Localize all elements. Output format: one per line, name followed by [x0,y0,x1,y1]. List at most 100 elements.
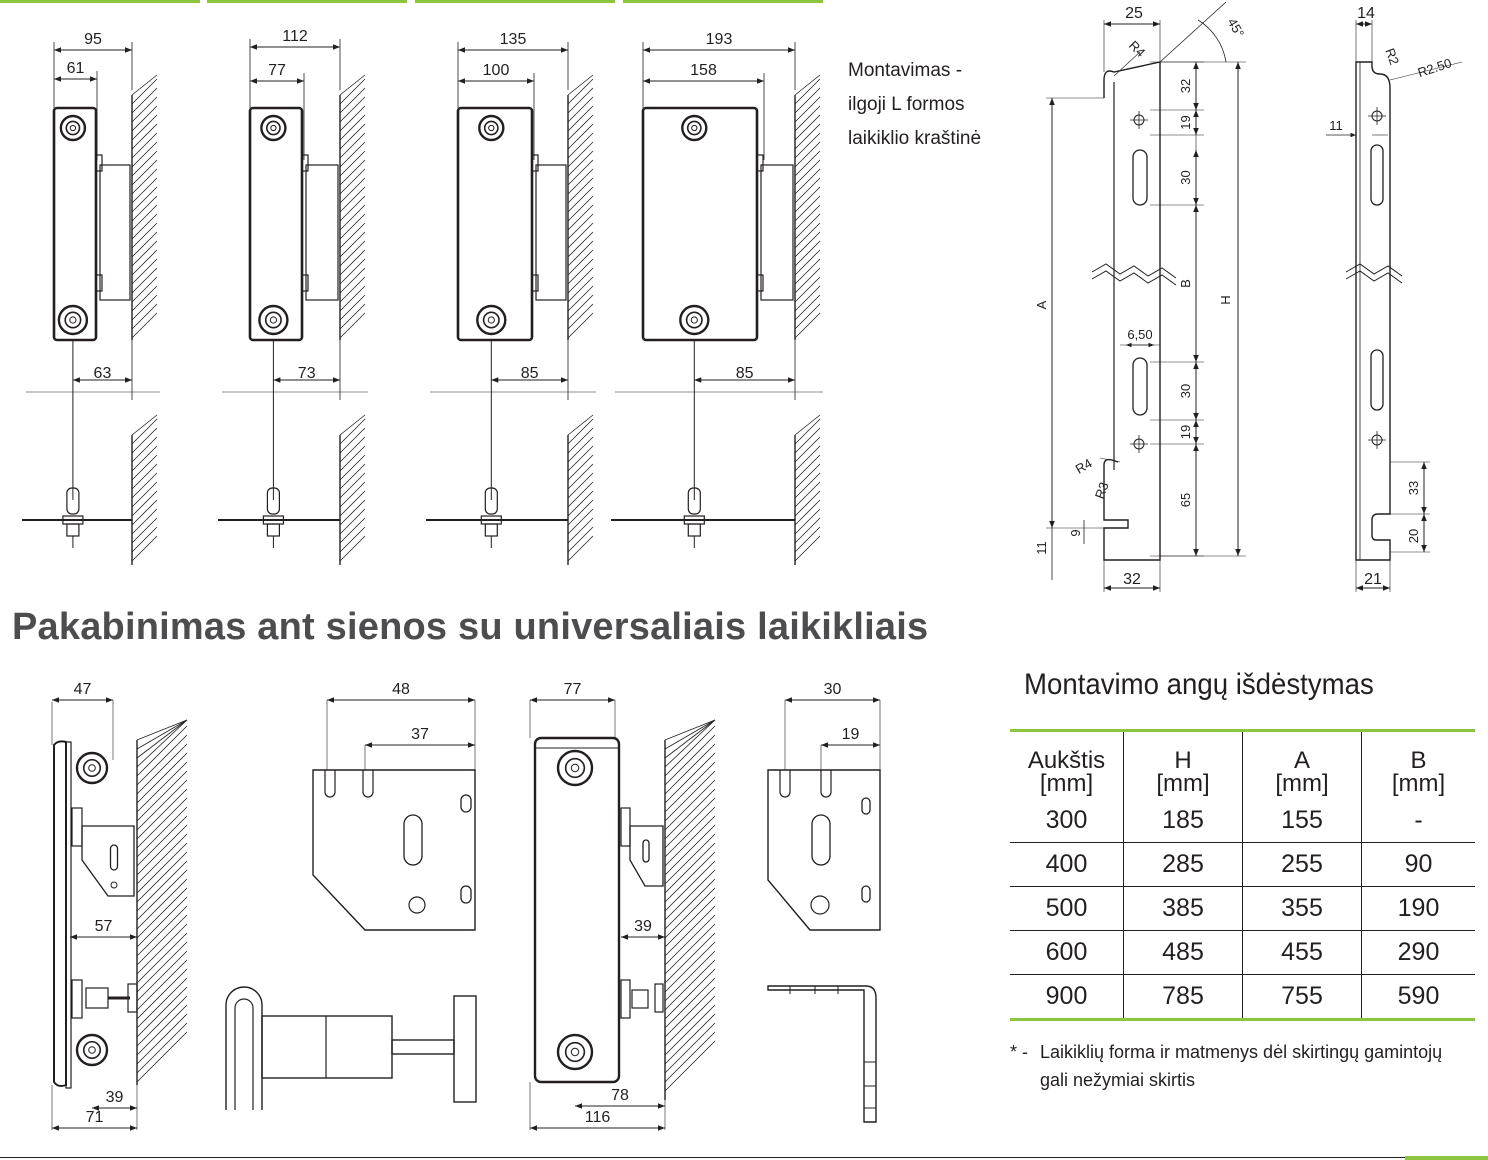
pipe-fitting [484,487,498,515]
wall-hatch [136,932,188,984]
bracket-outline [305,164,339,301]
wall-hatch [794,204,821,231]
wall-hatch [664,905,716,957]
valve-icon [265,120,281,136]
bracket-hook [756,154,764,172]
dimension-label: 19 [1178,425,1193,439]
dimension-label: R2.50 [1416,55,1454,80]
wall-hatch [567,240,594,267]
table-title: Montavimo angų išdėstymas [1024,668,1374,701]
wall-hatch [339,168,366,195]
bracket-hook [71,979,83,1019]
wall-hatch [131,240,158,267]
wall-hatch [664,1031,716,1083]
section-title: Pakabinimas ant sienos su universaliais … [12,606,929,648]
wall-hatch [131,499,158,526]
wall-hatch [136,1031,188,1083]
bracket-outline [99,164,131,301]
wall-hatch [339,414,366,436]
pipe-fitting [66,487,80,515]
wall-hatch [664,734,716,786]
wall-hatch [131,276,158,303]
wall-hatch [794,96,821,123]
dimension-label: 39 [106,1089,124,1106]
mounting-slot [811,814,831,866]
wall-hatch [136,869,188,921]
wall-hatch [664,815,716,867]
bracket-outline [760,164,794,301]
wall-hatch [664,719,716,750]
wall-hatch [664,1013,716,1065]
wall-hatch [567,222,594,249]
table-cell: 755 [1242,974,1362,1020]
wall-hatch [131,526,158,553]
dimension-label: 57 [95,918,113,935]
wall-hatch [794,481,821,508]
table-cell: 285 [1123,842,1243,887]
wall-hatch [136,719,188,768]
header-height: Aukštis[mm] [1027,747,1106,797]
nut [66,523,80,537]
bracket-outline [629,825,664,887]
wall-hatch [794,159,821,186]
wall-hatch [339,508,366,535]
wall-hatch [131,87,158,114]
table-cell: 90 [1361,842,1475,887]
wall-hatch [664,719,716,741]
wall-hatch [567,186,594,213]
break-line [1345,270,1403,284]
wall-hatch [664,896,716,948]
wall-hatch [664,950,716,1002]
dimension-label: 100 [483,62,510,79]
wall-hatch [664,986,716,1038]
header-h: H[mm] [1123,730,1243,799]
mounting-slot [1370,349,1384,411]
bracket-outline [767,769,881,931]
wall-hatch [131,177,158,204]
wall-hatch [664,770,716,822]
wall-hatch [664,842,716,894]
wall-hatch [339,87,366,114]
valve-icon [478,114,505,142]
wall-hatch [794,427,821,454]
wall-hatch [339,258,366,285]
wall-hatch [339,535,366,562]
wall-hatch [339,427,366,454]
valve-icon [65,120,81,136]
wall-hatch [339,240,366,267]
clamp-rod [391,1039,455,1055]
wall-hatch [136,815,188,867]
wall-hatch [136,824,188,876]
wall-hatch [339,267,366,294]
wall-hatch [131,231,158,258]
dimension-label: 158 [690,62,717,79]
wall-hatch [794,141,821,168]
bracket-notch [820,770,832,798]
wall-hatch [664,887,716,939]
wall-hatch [794,74,821,96]
wall-hatch [339,454,366,481]
wall-hatch [339,74,366,96]
dimension-label: R3 [1092,480,1112,501]
mounting-slot [109,844,119,871]
wall-hatch [567,472,594,499]
wall-hatch [136,1022,188,1074]
valve-icon [75,751,109,785]
wall-hatch [339,150,366,177]
wall-hatch [136,959,188,1011]
valve-icon [556,1033,594,1071]
radiator-side [53,740,67,1087]
dimension-label: 14 [1357,5,1375,22]
wall-hatch [339,213,366,240]
wall-hatch [794,436,821,463]
footnote-text: Laikiklių forma ir matmenys dėl skirting… [1040,1042,1443,1090]
dimension-label: 73 [298,365,316,382]
mounting-slot [861,797,871,815]
wall-hatch [136,896,188,948]
dimension-label: 135 [500,31,527,48]
wall-hatch [794,123,821,150]
wall-hatch [567,105,594,132]
